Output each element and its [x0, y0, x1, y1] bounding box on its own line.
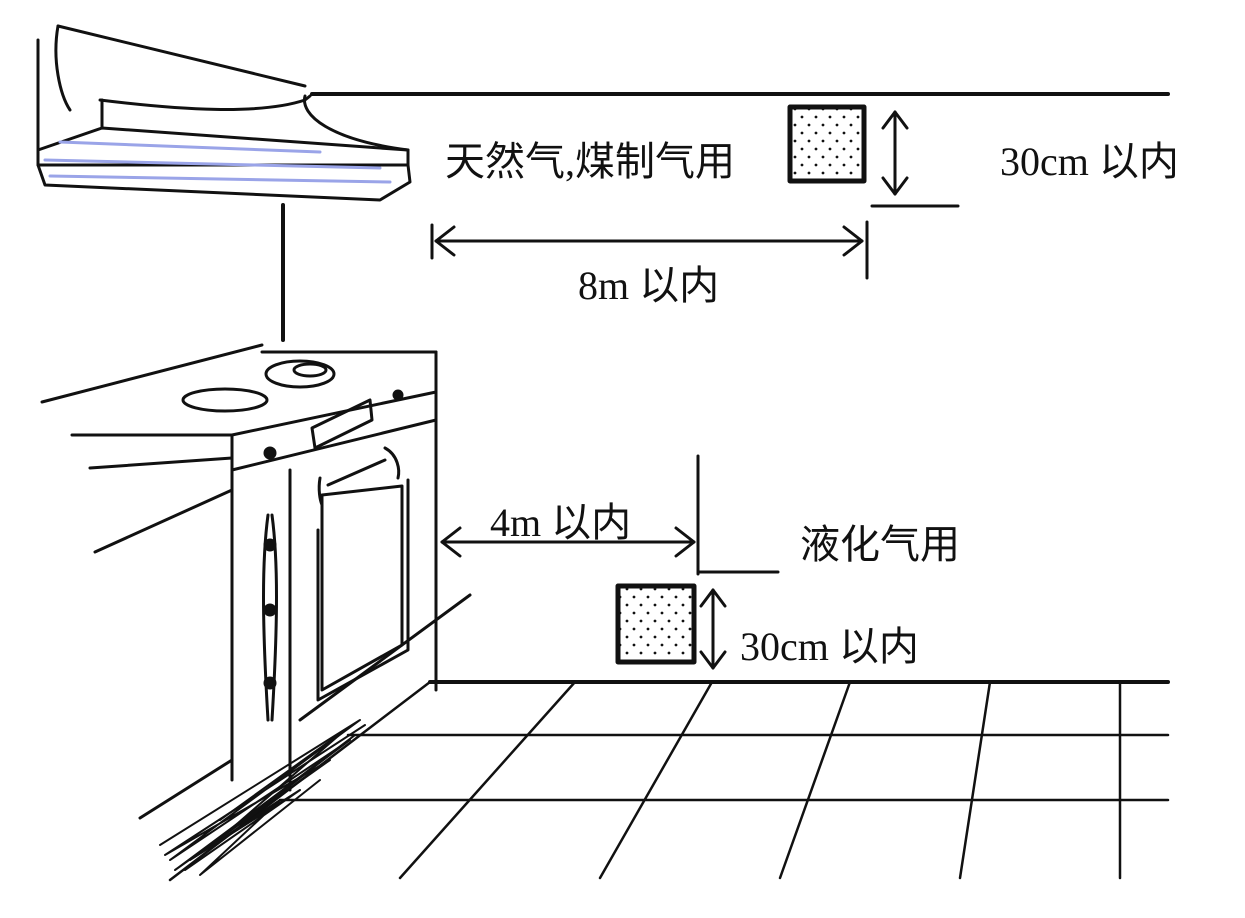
- natural-gas-label: 天然气,煤制气用: [445, 139, 735, 184]
- floor-distance-label: 30cm 以内: [740, 624, 919, 669]
- stove-counter: [40, 343, 472, 820]
- ceiling-distance-label: 30cm 以内: [1000, 139, 1179, 184]
- lpg-label: 液化气用: [800, 522, 960, 567]
- horizontal-4m-label: 4m 以内: [490, 500, 632, 545]
- floor-shadow-scribble: [159, 719, 366, 876]
- distance-4m-arrow: [440, 454, 780, 576]
- upper-gas-detector: [787, 104, 867, 184]
- lower-height-arrow: [699, 588, 727, 670]
- upper-height-arrow: [870, 110, 960, 208]
- horizontal-8m-label: 8m 以内: [578, 263, 720, 308]
- distance-8m-arrow: [430, 220, 869, 280]
- range-hood: [36, 24, 412, 342]
- lower-gas-detector: [615, 583, 697, 665]
- floor-grid: [168, 680, 1170, 882]
